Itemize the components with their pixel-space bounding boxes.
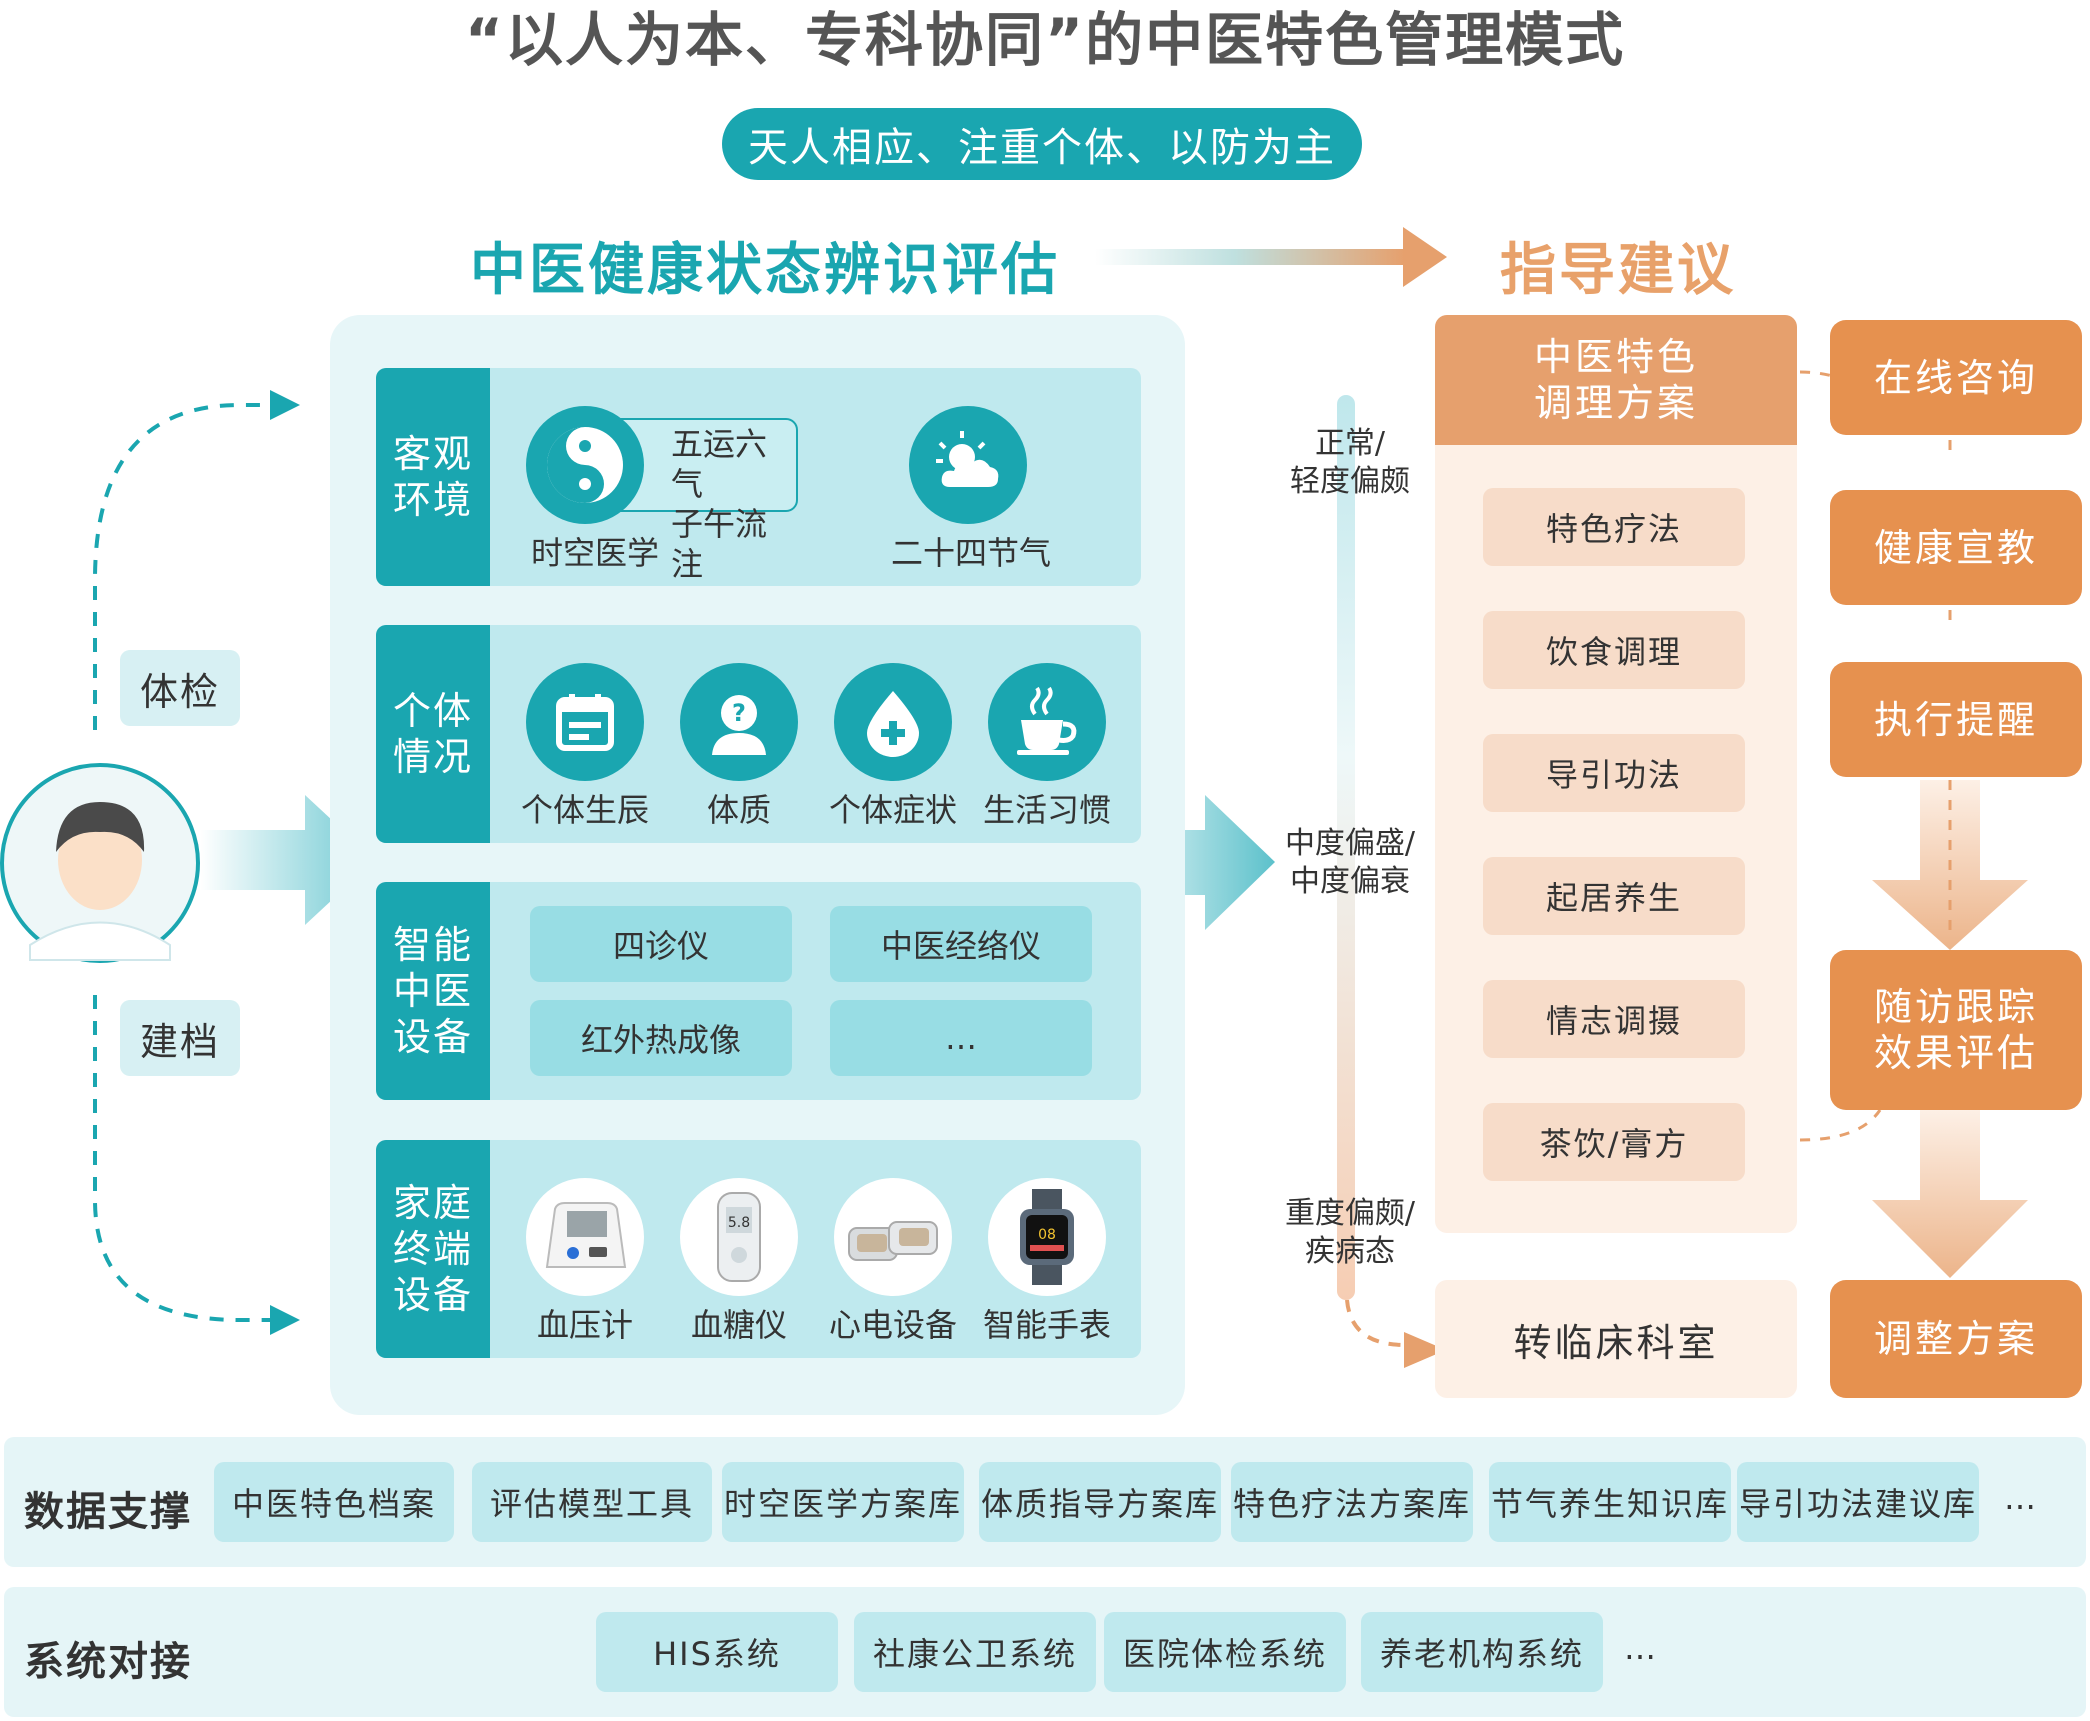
plan-item-diet: 饮食调理	[1483, 611, 1745, 689]
glucose-label: 血糖仪	[690, 1306, 787, 1344]
plan-heading: 中医特色 调理方案	[1435, 315, 1797, 445]
ecg-device-icon	[834, 1178, 952, 1296]
action-followup: 随访跟踪 效果评估	[1830, 950, 2082, 1110]
smart-watch-label: 智能手表	[982, 1306, 1111, 1344]
data-support-bar: 数据支撑 中医特色档案 评估模型工具 时空医学方案库 体质指导方案库 特色疗法方…	[4, 1437, 2086, 1567]
individual-section: 个体 情况 ? 个体生辰 体质 个体症状 生活习惯	[376, 625, 1141, 843]
environment-section: 客观 环境 五运六气 子午流注 时空医学 二十四节气	[376, 368, 1141, 586]
person-avatar	[0, 763, 200, 963]
system-integration-bar: 系统对接 HIS系统 社康公卫系统 医院体检系统 养老机构系统 …	[4, 1587, 2086, 1717]
meridian-device: 中医经络仪	[830, 906, 1092, 982]
data-support-label: 数据支撑	[24, 1489, 192, 1535]
home-devices-section: 家庭 终端 设备 5.8 08 血压计 血糖仪 心电设备 智能手表	[376, 1140, 1141, 1358]
assessment-heading: 中医健康状态辨识评估	[470, 238, 1060, 303]
data-item: 体质指导方案库	[979, 1462, 1221, 1542]
severity-moderate: 中度偏盛/ 中度偏衰	[1284, 826, 1416, 899]
constitution-person-icon: ?	[680, 663, 798, 781]
page-title: “以人为本、专科协同”的中医特色管理模式	[464, 6, 1626, 74]
system-item: HIS系统	[596, 1612, 838, 1692]
referral-arrowhead	[1404, 1332, 1446, 1368]
plan-item-tea: 茶饮/膏方	[1483, 1103, 1745, 1181]
clinical-referral: 转临床科室	[1435, 1280, 1797, 1398]
ecg-label: 心电设备	[828, 1306, 957, 1344]
system-more: …	[1624, 1629, 1656, 1667]
smart-devices-section: 智能 中医 设备 四诊仪 中医经络仪 红外热成像 …	[376, 882, 1141, 1100]
data-item: 节气养生知识库	[1489, 1462, 1731, 1542]
lifestyle-label: 生活习惯	[982, 791, 1111, 829]
data-item: 中医特色档案	[214, 1462, 454, 1542]
data-item: 评估模型工具	[472, 1462, 712, 1542]
individual-label: 个体 情况	[376, 625, 490, 843]
calendar-icon	[526, 663, 644, 781]
severity-severe: 重度偏颇/ 疾病态	[1284, 1196, 1416, 1269]
solar-terms-label: 二十四节气	[890, 534, 1051, 572]
environment-label: 客观 环境	[376, 368, 490, 586]
glucose-meter-icon: 5.8	[680, 1178, 798, 1296]
data-item: 时空医学方案库	[722, 1462, 964, 1542]
data-item: 特色疗法方案库	[1231, 1462, 1473, 1542]
symptoms-label: 个体症状	[828, 791, 957, 829]
system-item: 社康公卫系统	[854, 1612, 1096, 1692]
svg-text:?: ?	[732, 699, 746, 727]
data-more: …	[2004, 1479, 2036, 1517]
data-item: 导引功法建议库	[1737, 1462, 1979, 1542]
blood-pressure-label: 血压计	[536, 1306, 633, 1344]
blood-pressure-monitor-icon	[526, 1178, 644, 1296]
plan-item-emotion: 情志调摄	[1483, 980, 1745, 1058]
checkup-tag: 体检	[120, 650, 240, 726]
yin-yang-icon	[526, 406, 644, 524]
spacetime-medicine-label: 时空医学	[530, 534, 659, 572]
severity-normal: 正常/ 轻度偏颇	[1290, 426, 1410, 499]
sun-cloud-icon	[909, 406, 1027, 524]
birth-date-label: 个体生辰	[520, 791, 649, 829]
four-diagnosis-device: 四诊仪	[530, 906, 792, 982]
constitution-label: 体质	[706, 791, 771, 829]
plan-item-lifestyle: 起居养生	[1483, 857, 1745, 935]
system-item: 养老机构系统	[1361, 1612, 1603, 1692]
cosmology-text: 五运六气 子午流注	[671, 425, 768, 583]
more-devices: …	[830, 1000, 1092, 1076]
guidance-heading: 指导建议	[1500, 238, 1736, 303]
glucose-reading: 5.8	[728, 1215, 750, 1231]
checkup-records-flow	[93, 390, 300, 1335]
records-tag: 建档	[120, 1000, 240, 1076]
thermal-imaging-device: 红外热成像	[530, 1000, 792, 1076]
plan-item-therapy: 特色疗法	[1483, 488, 1745, 566]
home-devices-label: 家庭 终端 设备	[376, 1140, 490, 1358]
watch-reading: 08	[1038, 1227, 1056, 1243]
system-integration-label: 系统对接	[24, 1639, 192, 1685]
plan-item-daoyin: 导引功法	[1483, 734, 1745, 812]
subtitle-banner: 天人相应、注重个体、以防为主	[722, 108, 1362, 180]
smart-devices-label: 智能 中医 设备	[376, 882, 490, 1100]
heading-arrow	[1095, 227, 1447, 287]
action-flow	[1799, 370, 2028, 1278]
action-online-consult: 在线咨询	[1830, 320, 2082, 435]
action-reminder: 执行提醒	[1830, 662, 2082, 777]
smart-watch-icon: 08	[988, 1178, 1106, 1296]
action-adjust-plan: 调整方案	[1830, 1280, 2082, 1398]
coffee-cup-icon	[988, 663, 1106, 781]
severity-bar	[1337, 395, 1406, 1347]
system-item: 医院体检系统	[1104, 1612, 1346, 1692]
symptom-drop-icon	[834, 663, 952, 781]
action-health-education: 健康宣教	[1830, 490, 2082, 605]
